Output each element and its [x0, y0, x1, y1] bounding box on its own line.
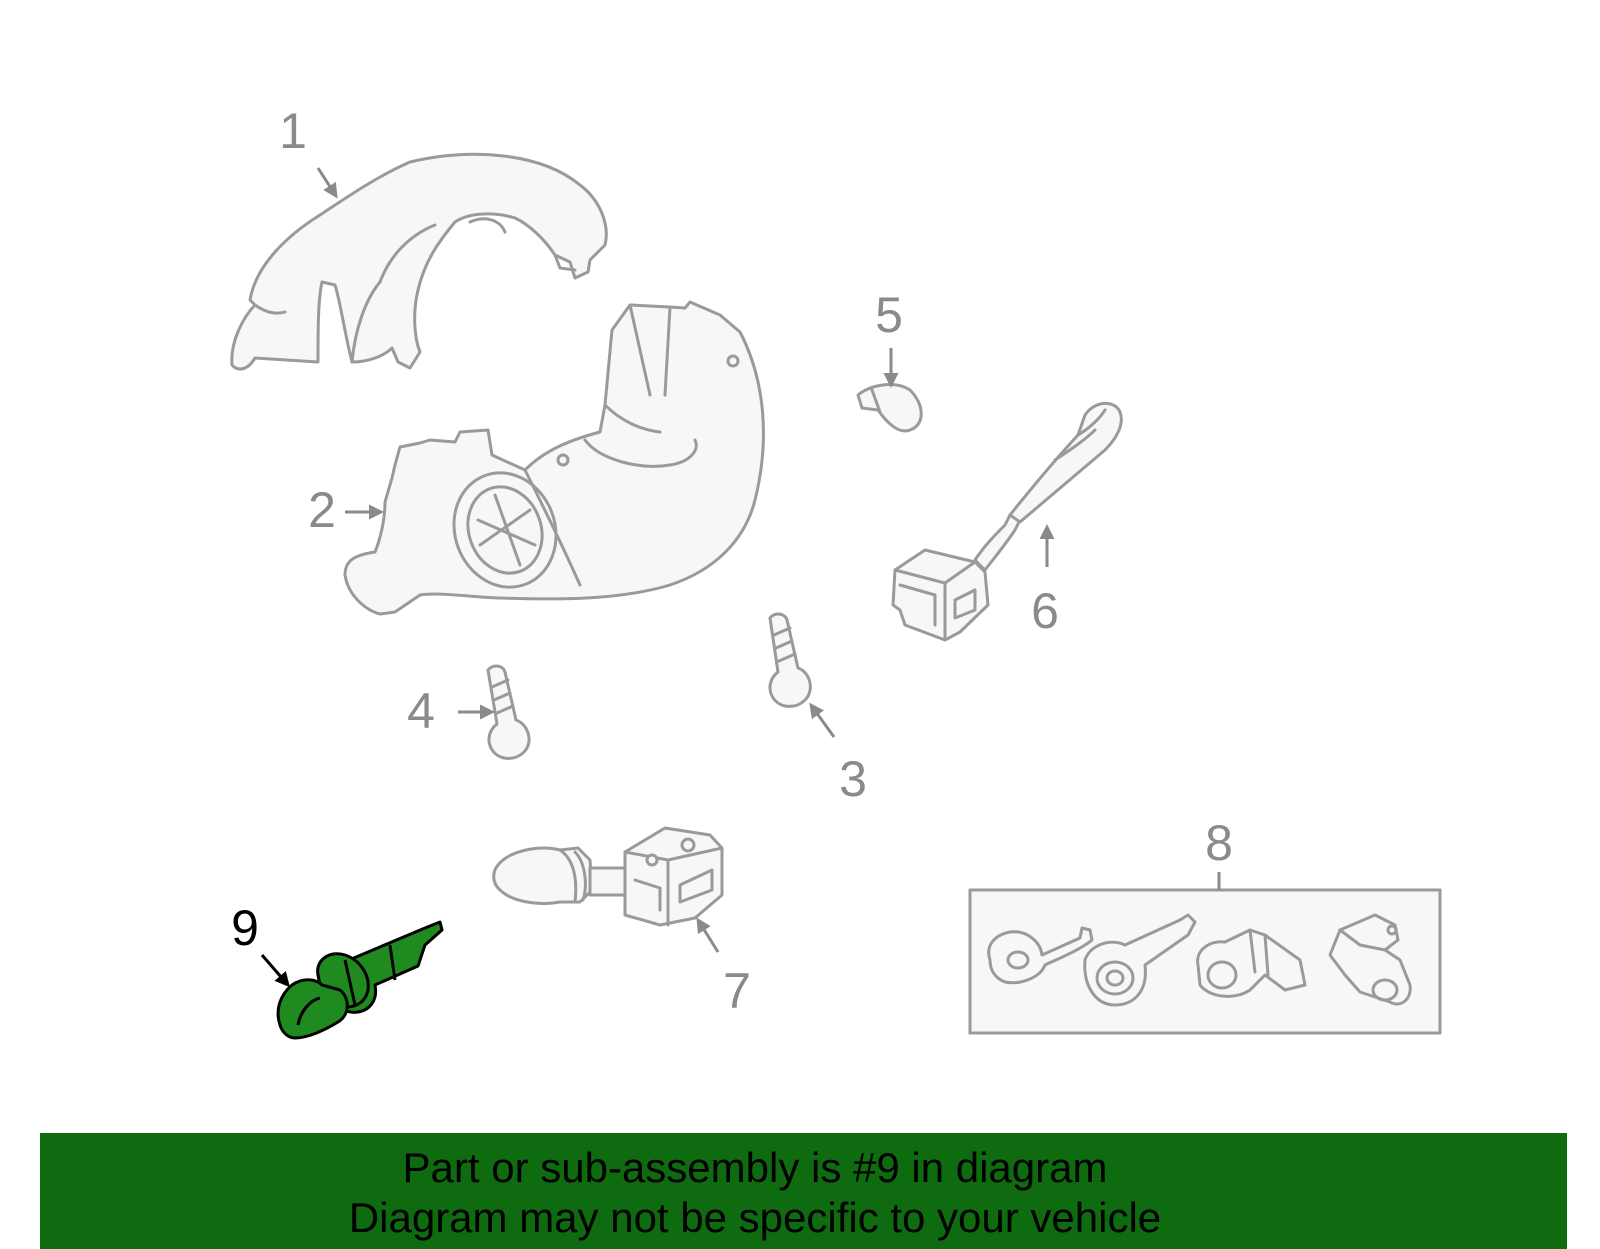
leader-7	[696, 917, 720, 953]
callout-9[interactable]: 9	[231, 900, 259, 956]
leader-3	[809, 702, 836, 738]
callout-6[interactable]: 6	[1031, 583, 1059, 639]
part-1-upper-shroud[interactable]	[230, 152, 608, 371]
callout-3[interactable]: 3	[839, 751, 867, 807]
banner-line-2: Diagram may not be specific to your vehi…	[348, 1194, 1162, 1241]
part-4-screw[interactable]	[486, 664, 531, 760]
callout-1[interactable]: 1	[279, 103, 307, 159]
callout-7[interactable]: 7	[723, 963, 751, 1019]
part-6-combination-switch[interactable]	[891, 401, 1123, 642]
leader-9	[260, 954, 290, 988]
leader-1	[316, 167, 338, 199]
parts-diagram: 1 2 3 4 5 6 7 8 9	[230, 103, 1442, 1040]
part-9-lock-cylinder[interactable]	[276, 920, 444, 1040]
callout-5[interactable]: 5	[875, 287, 903, 343]
callout-8[interactable]: 8	[1205, 815, 1233, 871]
part-2-lower-shroud[interactable]	[343, 300, 765, 616]
part-7-wiper-switch[interactable]	[492, 826, 724, 927]
banner-line-1: Part or sub-assembly is #9 in diagram	[402, 1144, 1108, 1191]
part-5-clip[interactable]	[856, 383, 923, 433]
callout-2[interactable]: 2	[308, 482, 336, 538]
info-banner: Part or sub-assembly is #9 in diagram Di…	[40, 1133, 1567, 1249]
part-8-lock-set[interactable]	[968, 888, 1442, 1035]
part-3-screw[interactable]	[768, 612, 812, 708]
callout-4[interactable]: 4	[407, 683, 435, 739]
